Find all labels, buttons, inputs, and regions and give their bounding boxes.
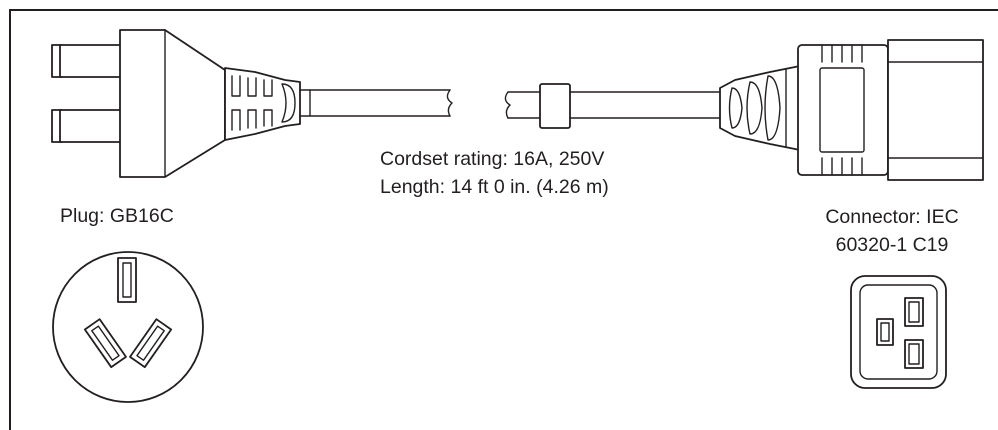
- diagram-border: [9, 9, 998, 430]
- plug-prongs: [51, 44, 123, 143]
- plug-drawing: [51, 29, 453, 178]
- connector-label-line1: Connector: IEC: [825, 206, 959, 228]
- plug-strain-relief: [224, 67, 311, 141]
- cable-right: [504, 83, 721, 129]
- connector-strain-relief: [719, 65, 801, 151]
- connector-face-view: [850, 275, 947, 389]
- cord-length-label: Length: 14 ft 0 in. (4.26 m): [380, 176, 609, 198]
- cordset-rating-label: Cordset rating: 16A, 250V: [380, 148, 605, 170]
- connector-label-line2: 60320-1 C19: [835, 234, 949, 256]
- connector-body: [797, 39, 984, 181]
- plug-label: Plug: GB16C: [60, 205, 174, 227]
- cable-left: [309, 89, 453, 117]
- connector-drawing: [504, 39, 984, 181]
- plug-body: [119, 29, 226, 178]
- plug-face-view: [52, 251, 204, 403]
